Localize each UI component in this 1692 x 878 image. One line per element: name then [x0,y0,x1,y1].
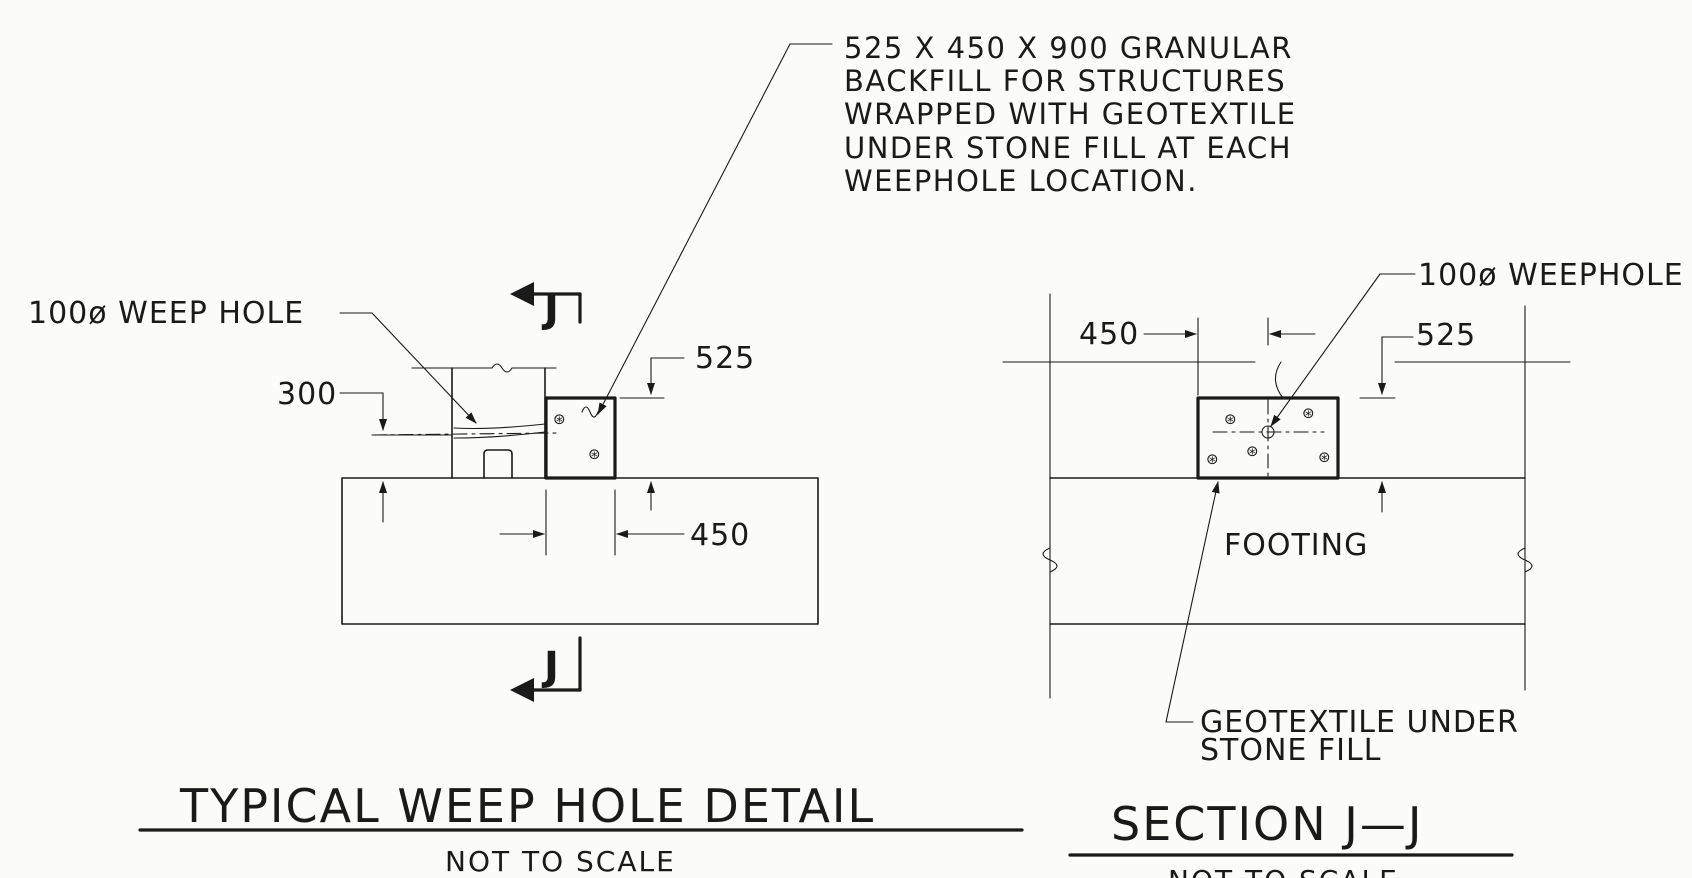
aggregate-symbol: ⊛ [1224,410,1237,428]
sec-dim-525-text: 525 [1416,318,1476,353]
note-line-2: BACKFILL FOR STRUCTURES [844,64,1286,98]
note-line-5: WEEPHOLE LOCATION. [844,164,1198,198]
dim-300-text: 300 [277,377,337,412]
geotextile-line-1: GEOTEXTILE UNDER [1200,705,1519,740]
dim-450-text: 450 [690,518,750,553]
aggregate-symbol: ⊛ [588,445,601,463]
weep-hole-label: 100ø WEEP HOLE [28,296,304,331]
section-cut-arrow-icon: J [510,636,582,702]
sec-weephole-leader [1270,273,1381,427]
section-cut-arrow-icon: J [510,282,582,332]
left-title: TYPICAL WEEP HOLE DETAIL [179,779,875,833]
break-line-icon [1274,361,1284,399]
sec-weephole-label: 100ø WEEPHOLE [1418,258,1684,293]
weep-pipe-bottom [453,431,546,439]
aggregate-symbol: ⊛ [1302,404,1315,422]
weep-pipe-top [453,423,546,430]
note-line-1: 525 X 450 X 900 GRANULAR [844,31,1293,65]
break-line-icon [411,363,557,373]
break-line-icon [1517,547,1533,573]
aggregate-symbol: ⊛ [553,410,566,428]
note-line-4: UNDER STONE FILL AT EACH [844,131,1292,165]
section-backfill-block [1196,396,1340,480]
geotextile-leader [1165,481,1220,723]
right-title: SECTION J—J [1111,797,1423,851]
break-line-icon [1042,547,1058,573]
break-line-icon [581,406,599,418]
note-line-3: WRAPPED WITH GEOTEXTILE [844,97,1297,131]
left-backfill-block [544,396,617,480]
weep-hole-leader [371,312,477,424]
backfill-note: 525 X 450 X 900 GRANULAR BACKFILL FOR ST… [844,31,1297,198]
left-wall-notch [483,449,513,479]
aggregate-symbol: ⊛ [1206,450,1219,468]
geotextile-line-2: STONE FILL [1200,733,1381,768]
left-detail: ⊛ ⊛ 100ø WEEP HOLE 300 525 450 J [28,43,1024,878]
sec-dim-450-text: 450 [1079,317,1139,352]
note-leader [597,43,791,415]
left-subtitle: NOT TO SCALE [445,845,676,878]
section-mark-bottom: J [541,644,559,690]
aggregate-symbol: ⊛ [1246,442,1259,460]
section-mark-top: J [541,286,559,332]
dim-525-text: 525 [695,341,755,376]
footing-label: FOOTING [1224,528,1368,563]
right-section: ⊛ ⊛ ⊛ ⊛ ⊛ 450 525 100ø WEEPHOLE FOOTING … [1002,258,1684,878]
right-subtitle: NOT TO SCALE [1168,864,1399,878]
aggregate-symbol: ⊛ [1318,448,1331,466]
